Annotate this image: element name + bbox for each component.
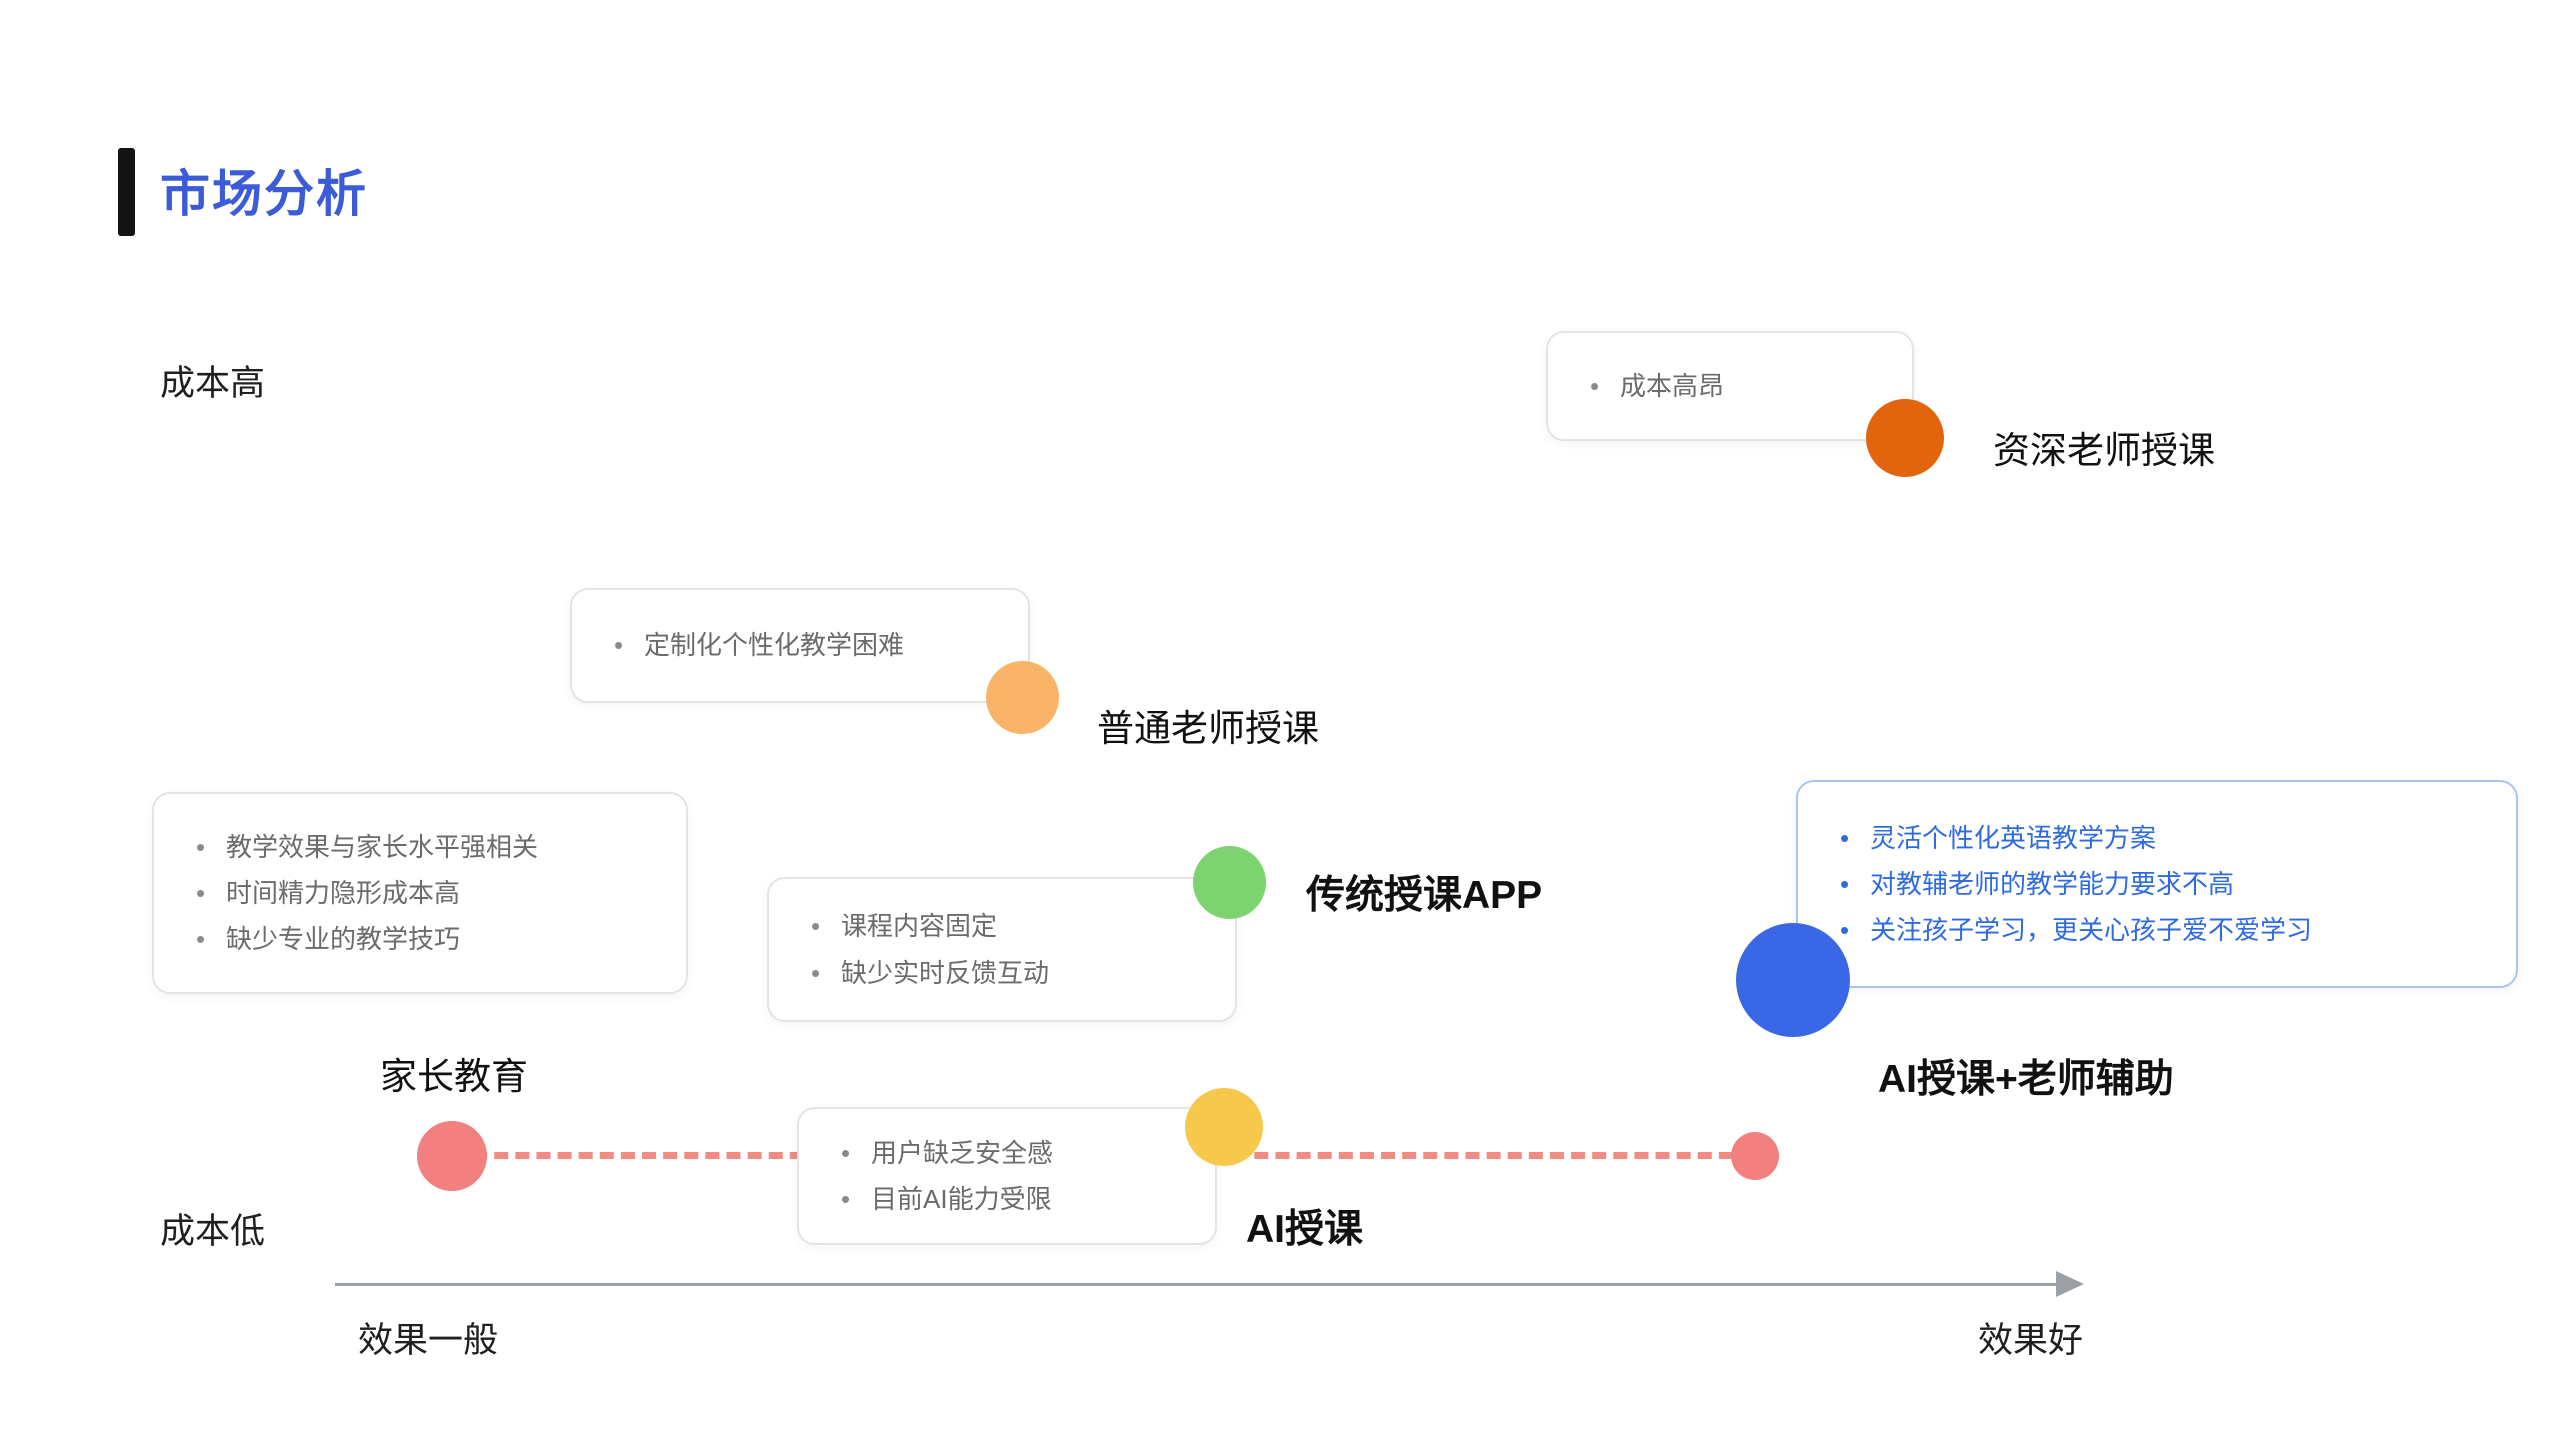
callout-note: 关注孩子学习，更关心孩子爱不爱学习: [1834, 907, 2312, 954]
point-label-traditional-app: 传统授课APP: [1306, 874, 1543, 917]
callout-note: 定制化个性化教学困难: [608, 622, 904, 669]
point-normal-teacher-dot: [986, 661, 1059, 734]
callout-note: 教学效果与家长水平强相关: [190, 824, 538, 871]
callout-note-list: 成本高昂: [1584, 363, 1724, 410]
callout-note: 对教辅老师的教学能力要求不高: [1834, 861, 2312, 908]
callout-note-list: 灵活个性化英语教学方案 对教辅老师的教学能力要求不高 关注孩子学习，更关心孩子爱…: [1834, 815, 2312, 954]
point-ai-teaching-dot: [1185, 1088, 1263, 1166]
x-axis-label-good-effect: 效果好: [1978, 1321, 2084, 1360]
callout-note: 成本高昂: [1584, 363, 1724, 410]
callout-note: 时间精力隐形成本高: [190, 870, 538, 917]
callout-note: 灵活个性化英语教学方案: [1834, 815, 2312, 862]
point-label-normal-teacher: 普通老师授课: [1097, 709, 1319, 750]
callout-note-list: 课程内容固定 缺少实时反馈互动: [805, 903, 1049, 996]
title-accent-bar: [118, 148, 135, 236]
callout-note-list: 教学效果与家长水平强相关 时间精力隐形成本高 缺少专业的教学技巧: [190, 824, 538, 963]
y-axis-label-low-cost: 成本低: [160, 1212, 266, 1251]
point-ai-plus-teacher-assist-dot: [1736, 923, 1850, 1037]
callout-normal-teacher: 定制化个性化教学困难: [570, 588, 1030, 703]
callout-note: 缺少实时反馈互动: [805, 950, 1049, 997]
dashed-line-endpoint-dot: [1731, 1132, 1779, 1180]
point-label-ai-teaching: AI授课: [1246, 1208, 1364, 1251]
callout-note: 缺少专业的教学技巧: [190, 916, 538, 963]
point-label-parent-education: 家长教育: [380, 1057, 528, 1098]
callout-note-list: 用户缺乏安全感 目前AI能力受限: [835, 1130, 1053, 1223]
callout-note-list: 定制化个性化教学困难: [608, 622, 904, 669]
callout-senior-teacher: 成本高昂: [1546, 331, 1914, 441]
callout-note: 课程内容固定: [805, 903, 1049, 950]
point-traditional-app-dot: [1193, 846, 1266, 919]
point-parent-education-dot: [417, 1121, 487, 1191]
x-axis-line: [335, 1283, 2060, 1286]
callout-note: 用户缺乏安全感: [835, 1130, 1053, 1177]
point-senior-teacher-dot: [1866, 399, 1944, 477]
callout-note: 目前AI能力受限: [835, 1176, 1053, 1223]
callout-traditional-app: 课程内容固定 缺少实时反馈互动: [767, 877, 1237, 1022]
point-label-ai-plus-teacher-assist: AI授课+老师辅助: [1878, 1058, 2174, 1101]
callout-ai-teaching: 用户缺乏安全感 目前AI能力受限: [797, 1107, 1217, 1245]
point-label-senior-teacher: 资深老师授课: [1993, 431, 2215, 472]
x-axis-label-average-effect: 效果一般: [358, 1321, 499, 1360]
callout-ai-plus-teacher-assist: 灵活个性化英语教学方案 对教辅老师的教学能力要求不高 关注孩子学习，更关心孩子爱…: [1796, 780, 2518, 988]
callout-parent-education: 教学效果与家长水平强相关 时间精力隐形成本高 缺少专业的教学技巧: [152, 792, 688, 994]
y-axis-label-high-cost: 成本高: [160, 364, 266, 403]
page-title: 市场分析: [160, 166, 368, 222]
x-axis-arrowhead-icon: [2056, 1271, 2084, 1297]
